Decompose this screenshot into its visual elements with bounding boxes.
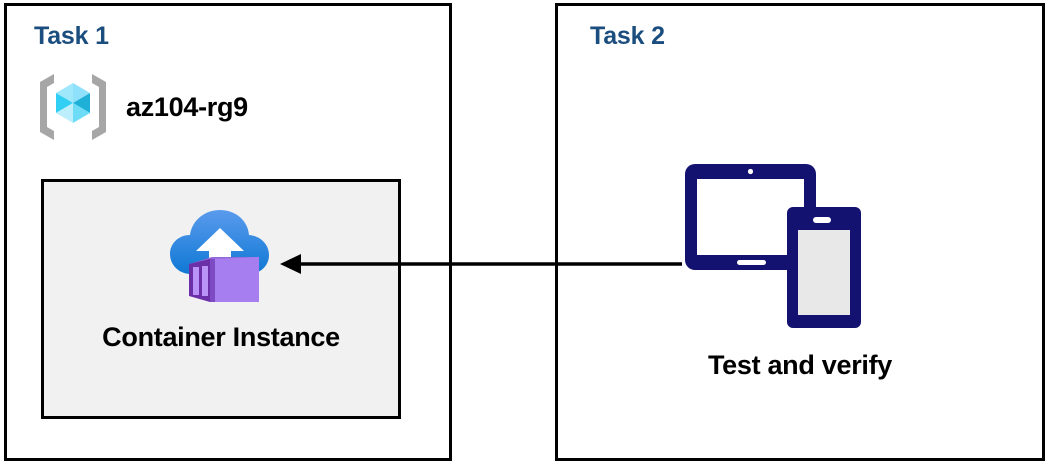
panel-task-1-title: Task 1 [34, 22, 109, 50]
resource-group-icon [34, 68, 112, 146]
panel-task-2-title: Task 2 [590, 22, 665, 50]
resource-group-label: az104-rg9 [126, 91, 248, 122]
devices-test-label: Test and verify [707, 350, 893, 380]
container-instance-label: Container Instance [102, 322, 340, 352]
panel-task-1: Task 1 [4, 3, 452, 461]
container-instance-card: Container Instance [41, 179, 401, 419]
resource-group-row: az104-rg9 [34, 68, 248, 146]
